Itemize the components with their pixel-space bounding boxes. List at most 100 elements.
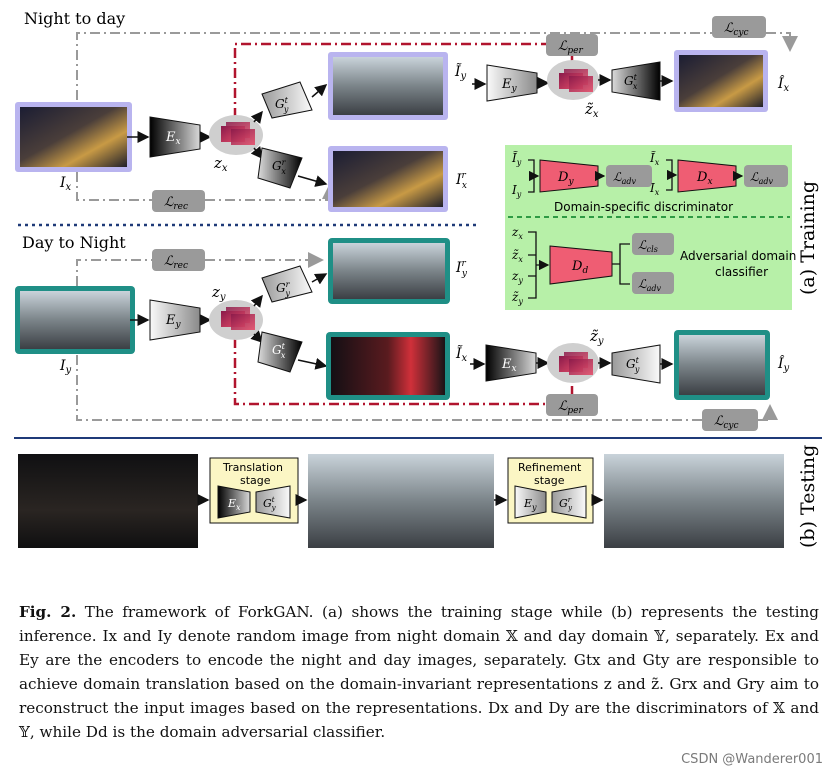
encoder-ey-top-icon	[486, 64, 538, 102]
generator-gyt-icon	[261, 81, 313, 119]
translated-image-iy	[333, 57, 443, 115]
reconstructed-image-iyr	[333, 243, 445, 299]
generator-gyt-bottom-icon	[611, 344, 661, 384]
label-zx-tilde: z̃x	[584, 100, 599, 120]
svg-text:Ex: Ex	[165, 130, 181, 147]
refinement-stage-label-2: stage	[534, 474, 565, 487]
svg-text:Ey: Ey	[523, 497, 537, 512]
svg-text:Ex: Ex	[501, 357, 517, 374]
classifier-dd-icon	[549, 245, 613, 285]
svg-text:Dy: Dy	[557, 170, 574, 187]
svg-text:Gty: Gty	[263, 496, 277, 512]
svg-text:ℒadv: ℒadv	[638, 277, 662, 293]
loss-per-bottom	[546, 394, 598, 416]
test-encoder-ex-icon	[217, 485, 251, 519]
svg-text:zy: zy	[511, 269, 523, 285]
figure-caption: Fig. 2. The framework of ForkGAN. (a) sh…	[19, 600, 819, 744]
svg-text:ℒcls: ℒcls	[638, 238, 658, 254]
label-zx: zx	[213, 154, 228, 174]
generator-gxt-bottom-icon	[257, 331, 303, 373]
svg-text:Ey: Ey	[165, 313, 182, 330]
test-output-image	[604, 454, 784, 548]
svg-text:z̃x: z̃x	[511, 248, 523, 264]
translation-stage-label-2: stage	[240, 474, 271, 487]
label-iy-hat: Îy	[777, 354, 790, 374]
svg-text:ℒrec: ℒrec	[164, 195, 188, 212]
translation-stage-label-1: Translation	[222, 461, 283, 474]
label-iy-tilde: Ĩy	[454, 62, 467, 82]
discriminator-dx-icon	[677, 159, 737, 193]
caption-fig-label: Fig. 2.	[19, 603, 77, 621]
adversarial-classifier-label-2: classifier	[715, 265, 768, 279]
svg-text:Ex: Ex	[227, 497, 241, 512]
encoder-ex-icon	[149, 116, 201, 158]
loss-rec-top	[152, 190, 205, 212]
refinement-stage-label-1: Refinement	[518, 461, 582, 474]
svg-text:ℒcyc: ℒcyc	[724, 21, 749, 38]
loss-per-top	[546, 34, 598, 56]
svg-text:Gry: Gry	[559, 496, 573, 512]
label-ix-hat: Îx	[777, 74, 790, 94]
svg-text:Ix: Ix	[649, 181, 660, 197]
generator-gxr-icon	[257, 147, 303, 189]
svg-text:Iy: Iy	[511, 183, 522, 199]
svg-text:ℒper: ℒper	[558, 39, 583, 56]
label-zy: zy	[211, 283, 226, 303]
svg-text:z̃y: z̃y	[511, 290, 523, 306]
loss-adv-dd	[632, 272, 674, 294]
loss-adv-dy	[606, 165, 652, 187]
adversarial-classifier-label-1: Adversarial domain	[680, 249, 796, 263]
section-night-to-day: Night to day	[24, 9, 125, 28]
svg-text:Gry: Gry	[276, 280, 291, 298]
svg-text:Gtx: Gtx	[272, 342, 286, 360]
loss-cyc-bottom	[702, 409, 758, 431]
test-translated-image	[308, 454, 494, 548]
encoder-ex-bottom-icon	[485, 344, 537, 382]
label-zy-tilde: z̃y	[589, 327, 604, 347]
perceptual-path-day	[233, 338, 574, 406]
caption-body: the testing inference. Ix and Iy denote …	[19, 603, 819, 741]
test-input-night-image	[18, 454, 198, 548]
test-generator-gyt-icon	[255, 485, 291, 519]
section-day-to-night: Day to Night	[22, 233, 126, 252]
generator-gxt-icon	[611, 61, 661, 101]
encoder-ey-icon	[149, 299, 201, 341]
side-label-testing: (b) Testing	[797, 445, 819, 548]
label-ix-tilde: Ĩx	[455, 344, 468, 364]
svg-text:Gty: Gty	[626, 356, 640, 374]
watermark: CSDN @Wanderer001	[681, 752, 823, 767]
svg-text:Gtx: Gtx	[624, 73, 638, 91]
generator-gyr-icon	[261, 265, 313, 303]
cycled-image-iy-hat	[679, 335, 765, 395]
input-image-iy	[20, 291, 130, 349]
svg-text:ℒadv: ℒadv	[750, 170, 774, 186]
svg-text:zx: zx	[511, 225, 523, 241]
caption-line1: The framework of ForkGAN. (a) shows the …	[76, 603, 724, 621]
svg-text:Dd: Dd	[571, 259, 588, 276]
discriminator-dy-icon	[539, 159, 599, 193]
svg-text:Dx: Dx	[696, 170, 713, 187]
side-label-training: (a) Training	[797, 181, 819, 295]
svg-text:ℒcyc: ℒcyc	[714, 414, 739, 431]
test-encoder-ey-icon	[514, 485, 547, 519]
loss-cyc-top	[712, 16, 766, 38]
loss-cls	[632, 233, 674, 255]
svg-text:ℒper: ℒper	[558, 399, 583, 416]
svg-text:ℒrec: ℒrec	[164, 254, 188, 271]
svg-text:Grx: Grx	[272, 158, 287, 176]
svg-text:Ey: Ey	[501, 77, 518, 94]
label-iy: Iy	[59, 358, 72, 376]
translated-image-ix	[331, 337, 445, 395]
test-generator-gyr-icon	[551, 485, 587, 519]
svg-text:Gty: Gty	[275, 96, 289, 114]
svg-text:ℒadv: ℒadv	[613, 170, 637, 186]
loss-adv-dx	[744, 165, 788, 187]
cycled-image-ix-hat	[679, 55, 763, 107]
svg-text:Ĩx: Ĩx	[649, 150, 660, 167]
input-image-ix	[20, 107, 127, 167]
cycle-path-day	[76, 252, 778, 421]
reconstructed-image-ixr	[333, 151, 443, 207]
